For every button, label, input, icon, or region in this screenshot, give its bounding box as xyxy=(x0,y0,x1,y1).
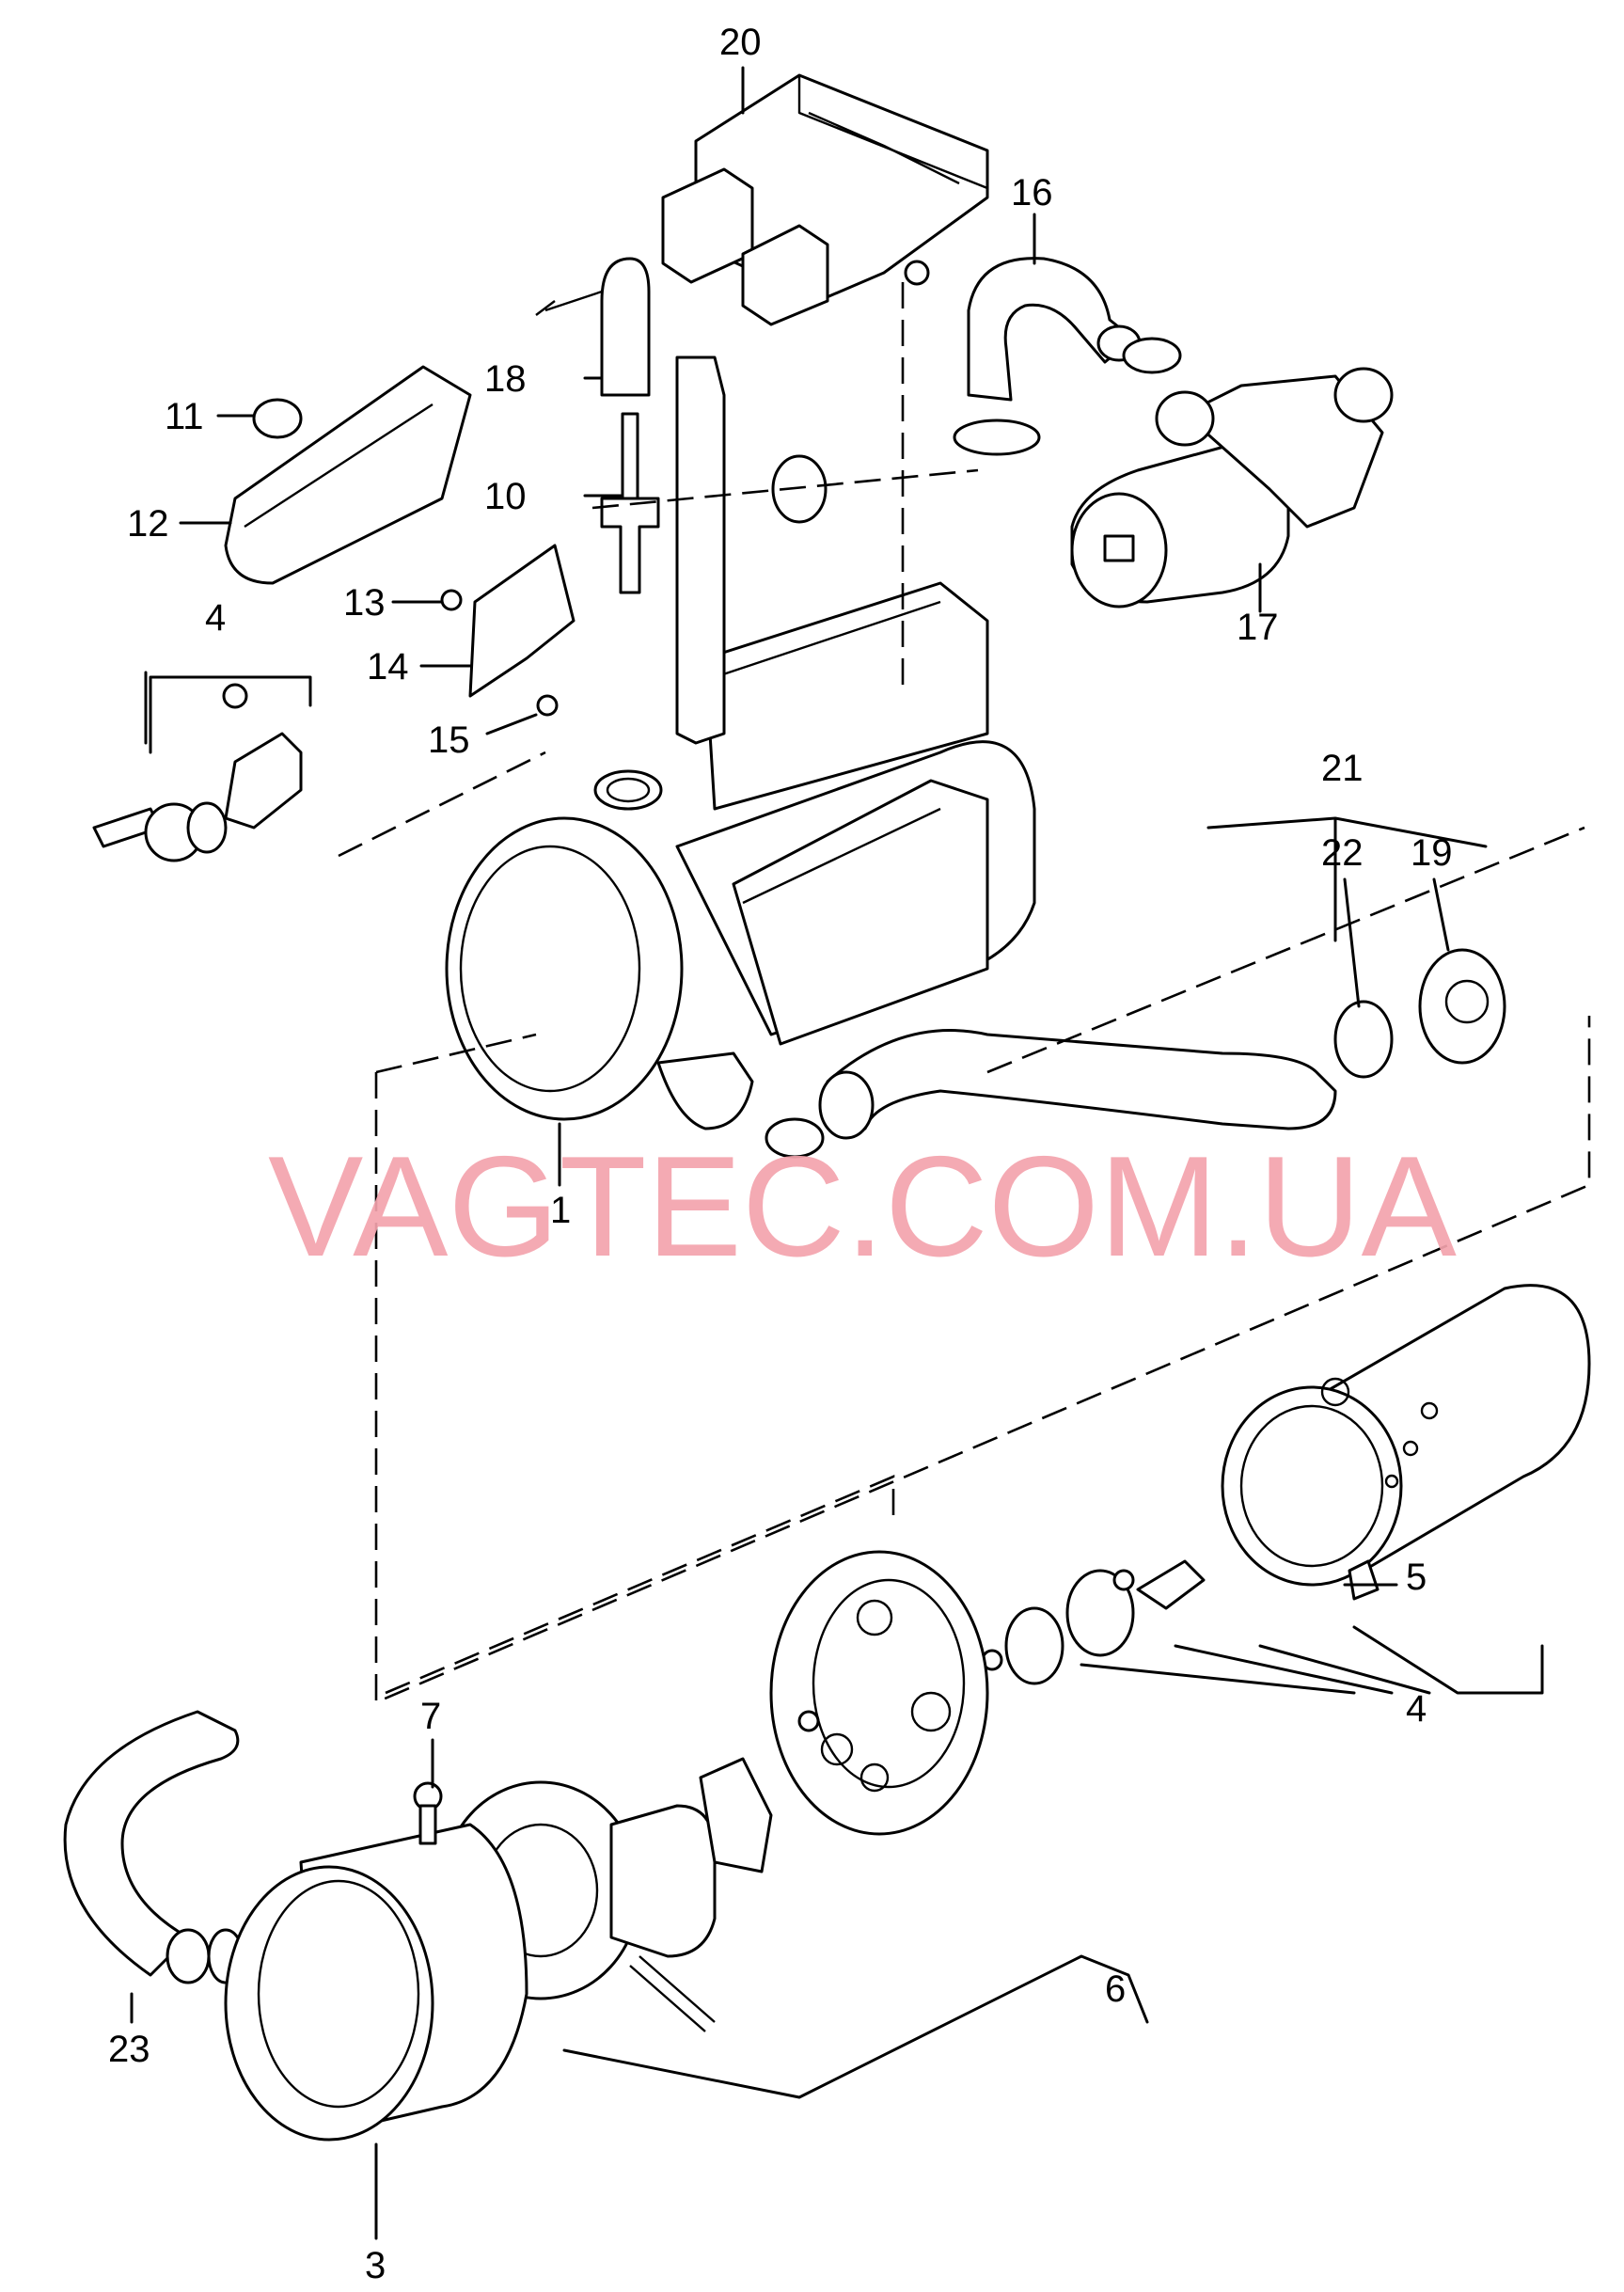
callout-labels: 20 16 11 18 12 10 13 4 14 15 17 21 22 19… xyxy=(108,22,1453,2286)
intake-silencer-part xyxy=(224,1781,528,2142)
bracket-12-part xyxy=(224,365,472,585)
callout-13: 13 xyxy=(343,582,386,624)
callout-19: 19 xyxy=(1411,832,1453,874)
callout-22: 22 xyxy=(1321,832,1364,874)
air-intake-hose-part xyxy=(63,1710,244,1984)
burner-flange-part xyxy=(769,1550,989,1836)
callout-17: 17 xyxy=(1237,607,1279,648)
bracket-14-part xyxy=(440,544,575,717)
leader-lines xyxy=(130,66,1544,2240)
glow-plug-part xyxy=(593,412,663,811)
combustion-chamber-part xyxy=(1136,1284,1591,1610)
callout-21: 21 xyxy=(1321,748,1364,789)
callout-7: 7 xyxy=(420,1696,441,1737)
callout-1: 1 xyxy=(550,1190,571,1231)
callout-11: 11 xyxy=(165,396,204,437)
callout-3: 3 xyxy=(365,2245,386,2286)
callout-20: 20 xyxy=(719,22,762,63)
callout-5: 5 xyxy=(1406,1557,1427,1598)
temperature-sensor-part xyxy=(92,683,303,862)
control-unit-part xyxy=(661,73,989,326)
callout-14: 14 xyxy=(367,646,409,688)
exhaust-pipe-part xyxy=(765,948,1506,1159)
callout-16: 16 xyxy=(1011,172,1053,213)
callout-4-left: 4 xyxy=(205,597,226,639)
callout-4-right: 4 xyxy=(1406,1688,1427,1730)
heater-body-part xyxy=(445,356,1036,1130)
callout-18: 18 xyxy=(484,358,527,400)
watermark-text: VAGTEC.COM.UA xyxy=(268,1127,1458,1287)
callout-12: 12 xyxy=(127,503,169,545)
callout-6: 6 xyxy=(1105,1968,1126,2010)
callout-23: 23 xyxy=(108,2029,150,2070)
small-fittings-part xyxy=(981,1569,1135,1685)
callout-15: 15 xyxy=(428,719,470,761)
callout-10: 10 xyxy=(484,476,527,517)
assembly-dashed-outline xyxy=(338,282,1591,1704)
connector-hose-18-part xyxy=(535,257,651,397)
circulation-pump-part xyxy=(1070,367,1394,609)
hose-16-part xyxy=(953,257,1182,456)
